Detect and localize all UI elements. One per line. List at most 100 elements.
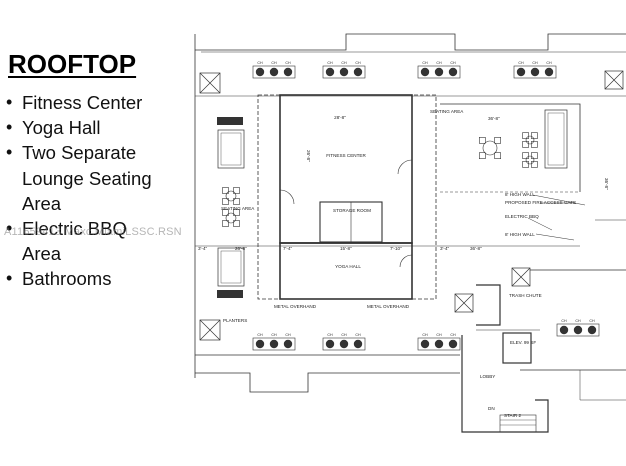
- lounger-chair: [255, 339, 265, 349]
- chair: [222, 209, 229, 216]
- chair-tag: CH: [285, 333, 291, 337]
- chair: [478, 152, 486, 159]
- sofa: [217, 247, 245, 287]
- lounger-frame: [417, 65, 461, 79]
- lounger-chair: [339, 67, 349, 77]
- lounger-chair: [587, 325, 597, 335]
- high-wall-1-label: 8' HIGH WALL: [505, 192, 535, 197]
- leader-lines: [527, 194, 586, 241]
- lounger-chair: [420, 67, 430, 77]
- fitness-dim-label: 28'-8": [334, 115, 346, 120]
- chair: [233, 220, 240, 227]
- feature-bathrooms: Bathrooms: [6, 266, 186, 291]
- chair: [522, 152, 529, 159]
- chair-tag: CH: [450, 61, 456, 65]
- chair: [222, 198, 229, 205]
- bbq-grill: [217, 290, 243, 298]
- lounger-chair: [434, 67, 444, 77]
- high-wall-2-label: 8' HIGH WALL: [505, 232, 535, 237]
- lounger-frame: [322, 65, 366, 79]
- chair: [531, 141, 538, 148]
- dn-label: DN: [488, 406, 495, 411]
- chair-tag: CH: [561, 319, 567, 323]
- lounger-chair: [353, 67, 363, 77]
- chair: [478, 137, 486, 144]
- dim-far: 36'-8": [604, 178, 609, 190]
- planters-label: PLANTERS: [223, 318, 247, 323]
- lounger-chair: [325, 67, 335, 77]
- sofa-cushion: [220, 132, 242, 166]
- dim-left-1: 3'-4": [198, 246, 208, 251]
- chair-tag: CH: [518, 61, 524, 65]
- chair-tag: CH: [341, 333, 347, 337]
- sofa: [217, 129, 245, 169]
- table: [225, 190, 237, 202]
- dim-right-1: 3'-4": [440, 246, 450, 251]
- lounger-frame: [322, 337, 366, 351]
- chair-tag: CH: [355, 61, 361, 65]
- chair-tag: CH: [341, 61, 347, 65]
- chair-tag: CH: [257, 333, 263, 337]
- chair-tag: CH: [355, 333, 361, 337]
- bbq-grill: [217, 117, 243, 125]
- lounger-chair: [448, 339, 458, 349]
- lounger-chair: [559, 325, 569, 335]
- yoga-hall-label: YOGA HALL: [335, 264, 361, 269]
- sofa: [544, 109, 568, 169]
- chair: [494, 137, 502, 144]
- chair-tag: CH: [436, 333, 442, 337]
- chair: [531, 132, 538, 139]
- electric-bbq-label: ELECTRIC BBQ: [505, 214, 539, 219]
- dim-right-2: 36'-8": [470, 246, 482, 251]
- lounger-frame: [513, 65, 557, 79]
- chair: [222, 220, 229, 227]
- metal-overhand-1-label: METAL OVERHAND: [274, 304, 317, 309]
- chair-tag: CH: [532, 61, 538, 65]
- dim-left-2: 26'-8": [235, 246, 247, 251]
- chair-tag: CH: [422, 61, 428, 65]
- lounger-chair: [325, 339, 335, 349]
- lounger-chair: [339, 339, 349, 349]
- sofa-cushion: [547, 112, 565, 166]
- chair: [522, 141, 529, 148]
- chair-tag: CH: [422, 333, 428, 337]
- feature-list: Fitness Center Yoga Hall Two SeparateLou…: [6, 90, 186, 292]
- lounger-chair: [353, 339, 363, 349]
- elev-label: ELEV. 99 SF: [510, 340, 536, 345]
- lounger-chair: [420, 339, 430, 349]
- lounger-chair: [530, 67, 540, 77]
- chair-tag: CH: [450, 333, 456, 337]
- lounger-frame: [556, 323, 600, 337]
- chair: [494, 152, 502, 159]
- lounger-chair: [269, 339, 279, 349]
- chair: [531, 152, 538, 159]
- seating-area-top-label: SEATING AREA: [430, 109, 464, 114]
- lounger-chair: [255, 67, 265, 77]
- stair-label: STAIR 2: [504, 413, 521, 418]
- storage-room-label: STORAGE ROOM: [333, 208, 371, 213]
- lounger-chair: [269, 67, 279, 77]
- feature-fitness-center: Fitness Center: [6, 90, 186, 115]
- metal-overhand-2-label: METAL OVERHAND: [367, 304, 410, 309]
- seating-dim-label: 36'-8": [488, 116, 500, 121]
- table: [525, 155, 535, 165]
- table: [225, 212, 237, 224]
- dim-side: 26'-8": [306, 150, 311, 162]
- lounger-chair: [434, 339, 444, 349]
- lounger-chair: [283, 339, 293, 349]
- table: [525, 135, 535, 145]
- chair: [522, 132, 529, 139]
- dim-mid-1: 7'-4": [283, 246, 293, 251]
- dim-mid-2: 15'-8": [340, 246, 352, 251]
- plan-structure: [194, 33, 626, 433]
- trash-chute-label: TRASH CHUTE: [509, 293, 542, 298]
- chair-tag: CH: [327, 333, 333, 337]
- chair: [233, 209, 240, 216]
- feature-yoga-hall: Yoga Hall: [6, 115, 186, 140]
- chair-tag: CH: [436, 61, 442, 65]
- sofa-cushion: [220, 250, 242, 284]
